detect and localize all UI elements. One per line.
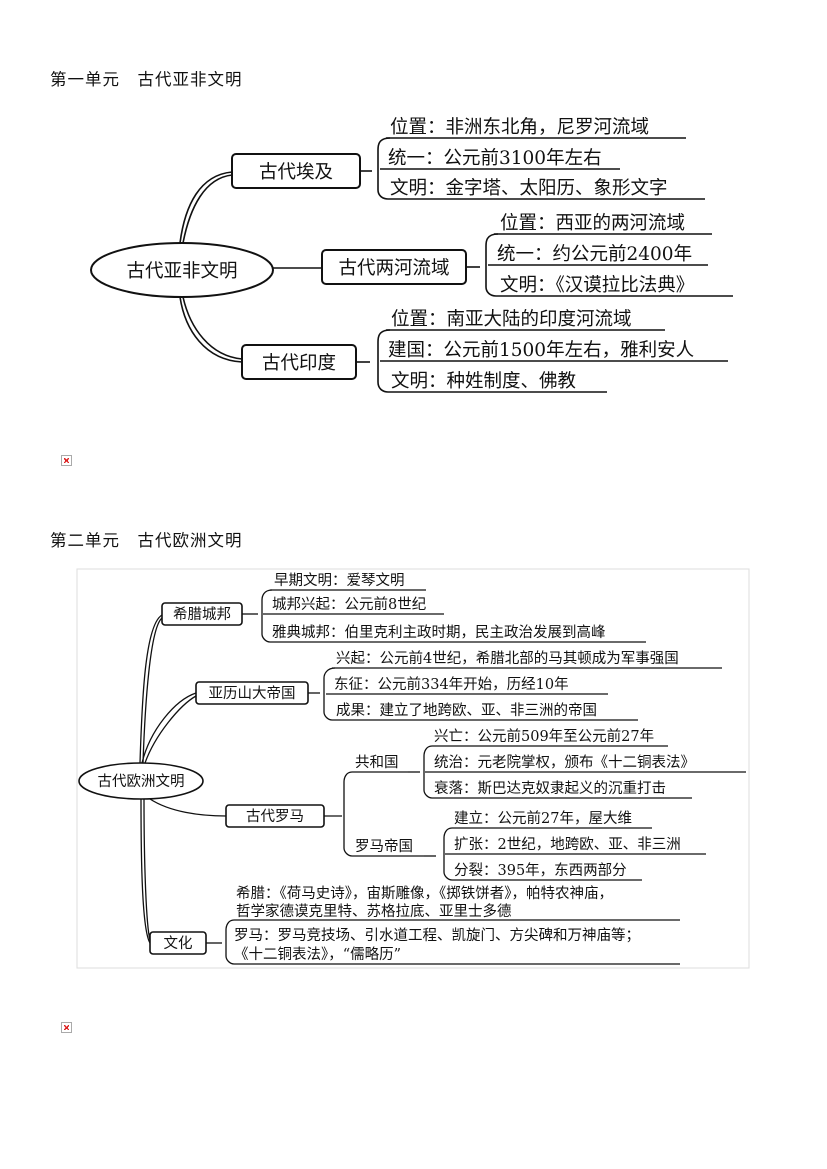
unit2-branch-label: 希腊城邦 (173, 606, 231, 623)
unit2-leaf: 兴亡：公元前509年至公元前27年 (434, 728, 654, 745)
unit1-leaf: 文明：种姓制度、佛教 (391, 371, 576, 392)
unit2-leaf: 建立：公元前27年，屋大维 (454, 810, 632, 827)
unit2-root-label: 古代欧洲文明 (98, 773, 185, 790)
unit2-leaf: 哲学家德谟克里特、苏格拉底、亚里士多德 (236, 903, 512, 920)
unit1-title: 第一单元 古代亚非文明 (50, 70, 243, 89)
unit1-leaf: 位置：南亚大陆的印度河流域 (391, 309, 632, 330)
unit1-leaf: 位置：西亚的两河流域 (500, 213, 685, 234)
unit2-leaf: 雅典城邦：伯里克利主政时期，民主政治发展到高峰 (272, 624, 606, 641)
broken-image-icon (61, 1022, 72, 1033)
unit1-leaf: 建国：公元前1500年左右，雅利安人 (388, 340, 694, 361)
unit2-leaf: 《十二铜表法》，“儒略历” (234, 946, 401, 963)
unit2-sub-label: 共和国 (355, 754, 399, 771)
unit1-leaf: 统一：公元前3100年左右 (388, 148, 602, 169)
unit1-branch-label: 古代两河流域 (338, 258, 449, 279)
unit1-leaf: 文明：金字塔、太阳历、象形文字 (390, 178, 668, 199)
unit1-leaf: 文明：《汉谟拉比法典》 (500, 275, 694, 296)
unit2-leaf: 希腊：《荷马史诗》，宙斯雕像，《掷铁饼者》，帕特农神庙， (236, 885, 613, 902)
unit2-leaf: 衰落：斯巴达克奴隶起义的沉重打击 (434, 779, 666, 797)
unit2-branch-label: 古代罗马 (246, 808, 304, 825)
unit2-title: 第二单元 古代欧洲文明 (50, 531, 243, 550)
unit1-root-node (90, 242, 274, 298)
unit2-leaf: 兴起：公元前4世纪，希腊北部的马其顿成为军事强国 (336, 650, 679, 667)
unit2-leaf: 罗马：罗马竞技场、引水道工程、凯旋门、方尖碑和万神庙等； (234, 926, 640, 944)
unit1-connector (179, 171, 233, 244)
unit2-branch-label: 文化 (164, 935, 193, 952)
unit1-leaf: 位置：非洲东北角，尼罗河流域 (390, 117, 649, 138)
unit1-mindmap: 古代亚非文明 古代埃及 古代两河流域 古代印度 位置：非洲东北角，尼罗河流域 统… (90, 117, 733, 393)
unit2-leaf: 统治：元老院掌权，颁布《十二铜表法》 (434, 754, 695, 771)
unit2-leaf: 早期文明：爱琴文明 (274, 572, 405, 589)
unit2-leaf: 成果：建立了地跨欧、亚、非三洲的帝国 (336, 702, 597, 719)
unit1-connector (179, 296, 243, 363)
unit2-leaf: 扩张：2世纪，地跨欧、亚、非三洲 (454, 836, 681, 853)
unit2-branch-label: 亚历山大帝国 (209, 685, 296, 702)
unit1-branch-label: 古代埃及 (259, 162, 333, 183)
broken-image-icon (61, 455, 72, 466)
unit2-sub-label: 罗马帝国 (355, 838, 413, 855)
unit2-leaf: 城邦兴起：公元前8世纪 (272, 596, 426, 613)
unit1-root-label: 古代亚非文明 (126, 261, 237, 282)
unit1-branch-label: 古代印度 (262, 353, 336, 374)
unit2-frame (76, 568, 750, 969)
unit1-leaf: 统一：约公元前2400年 (497, 244, 692, 265)
unit2-leaf: 东征：公元前334年开始，历经10年 (334, 676, 569, 693)
unit2-leaf: 分裂：395年，东西两部分 (454, 862, 627, 879)
